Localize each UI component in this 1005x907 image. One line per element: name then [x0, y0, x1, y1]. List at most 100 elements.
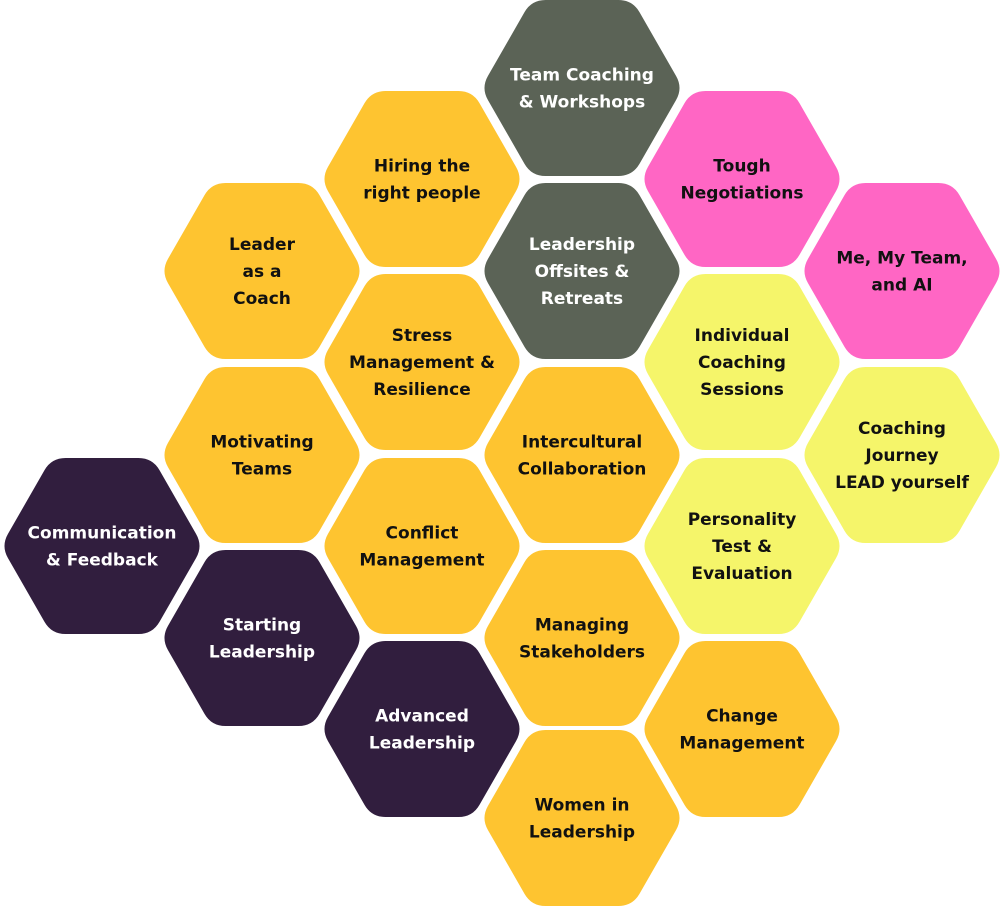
hex-label-line: Leadership: [369, 734, 475, 754]
hex-label: Team Coaching & Workshops: [510, 66, 654, 113]
hex-label-line: Offsites &: [535, 262, 630, 282]
hex-label: Hiring the right people: [363, 157, 480, 204]
hex-label-line: Hiring the: [374, 157, 470, 177]
hex-label-line: Communication: [28, 524, 177, 544]
hex-shape: [644, 641, 840, 817]
hex-label-line: & Feedback: [46, 551, 159, 571]
hex-communication: Communication & Feedback: [4, 458, 200, 634]
hex-me-my-team-ai: Me, My Team, and AI: [804, 183, 1000, 359]
hex-label-line: Leadership: [529, 823, 635, 843]
hex-label-line: Teams: [232, 460, 292, 480]
hex-label-line: Test &: [712, 537, 772, 557]
hex-shape: [484, 550, 680, 726]
hex-label-line: Retreats: [541, 289, 623, 309]
hex-label-line: right people: [363, 184, 480, 204]
hex-label-line: Resilience: [373, 380, 470, 400]
hex-label-line: Advanced: [375, 707, 469, 727]
hex-shape: [484, 183, 680, 359]
hex-shape: [644, 91, 840, 267]
hex-label-line: & Workshops: [519, 93, 645, 113]
hex-label-line: Change: [706, 707, 778, 727]
hex-label-line: Sessions: [700, 380, 784, 400]
hex-shape: [324, 641, 520, 817]
hex-label-line: Evaluation: [691, 564, 792, 584]
hex-shape: [164, 550, 360, 726]
hex-label-line: Coaching: [858, 419, 946, 439]
hex-shape: [804, 367, 1000, 543]
hex-label-line: Intercultural: [522, 433, 642, 453]
hex-label-line: Journey: [864, 446, 938, 466]
hex-label: Women in Leadership: [529, 796, 635, 843]
hex-label-line: Personality: [688, 510, 797, 530]
hex-shape: [644, 458, 840, 634]
hex-label: Me, My Team, and AI: [836, 249, 967, 296]
hex-shape: [324, 274, 520, 450]
hex-label-line: Conflict: [386, 524, 459, 544]
hex-label-line: and AI: [871, 276, 932, 296]
hex-label: Communication & Feedback: [28, 524, 177, 571]
hex-label-line: Starting: [223, 616, 301, 636]
hex-shape: [164, 183, 360, 359]
hex-label-line: Me, My Team,: [836, 249, 967, 269]
hex-shape: [484, 730, 680, 906]
hex-label-line: Management: [359, 551, 484, 571]
hex-label-line: Coach: [233, 289, 291, 309]
hex-shape: [4, 458, 200, 634]
hex-shape: [644, 274, 840, 450]
hex-label-line: Management &: [349, 353, 495, 373]
hex-label-line: Stakeholders: [519, 643, 645, 663]
hex-shape: [484, 0, 680, 176]
hex-label-line: Coaching: [698, 353, 786, 373]
hex-label-line: Management: [679, 734, 804, 754]
hex-team-coaching: Team Coaching & Workshops: [484, 0, 680, 176]
hex-label-line: Negotiations: [681, 184, 804, 204]
hex-label-line: Tough: [713, 157, 770, 177]
hex-label-line: Individual: [695, 326, 790, 346]
hex-label-line: Women in: [534, 796, 629, 816]
hex-shape: [324, 91, 520, 267]
hex-label-line: Team Coaching: [510, 66, 654, 86]
hex-label-line: Leadership: [209, 643, 315, 663]
hex-label-line: Leadership: [529, 235, 635, 255]
hex-label-line: Managing: [535, 616, 629, 636]
hex-hiring: Hiring the right people: [324, 91, 520, 267]
hex-shape: [484, 367, 680, 543]
hex-shape: [324, 458, 520, 634]
hex-shape: [804, 183, 1000, 359]
hex-label-line: Stress: [392, 326, 453, 346]
hex-women-leadership: Women in Leadership: [484, 730, 680, 906]
hex-label-line: Collaboration: [518, 460, 647, 480]
hex-label-line: Motivating: [210, 433, 313, 453]
hex-label-line: as a: [243, 262, 282, 282]
hex-label-line: LEAD yourself: [835, 473, 969, 493]
